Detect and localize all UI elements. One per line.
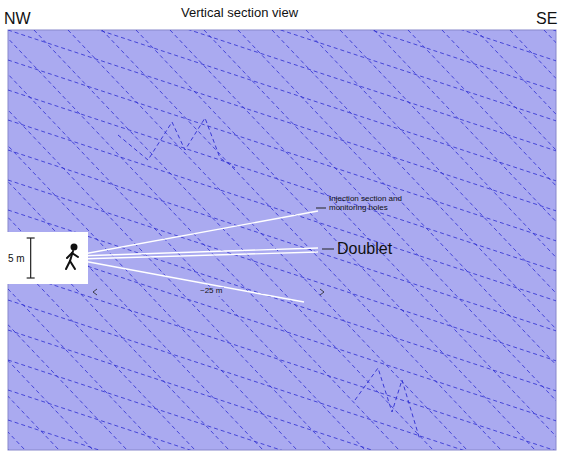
direction-label: NW: [4, 10, 31, 28]
scale-label: 5 m: [8, 253, 25, 264]
fracture-line: [272, 30, 556, 450]
fracture-line: [442, 30, 556, 450]
fracture-line: [306, 30, 556, 450]
borehole-lines: [78, 211, 318, 302]
fracture-line: [8, 30, 556, 121]
fracture-line: [510, 30, 556, 450]
fracture-line: [238, 30, 556, 450]
fracture-set: [8, 30, 556, 450]
fracture-line: [8, 30, 556, 211]
fracture-line: [204, 30, 556, 450]
fracture-line: [8, 30, 556, 181]
fracture-line: [8, 30, 263, 450]
fracture-line: [8, 330, 556, 450]
fracture-line: [136, 30, 535, 450]
fracture-line: [8, 210, 556, 391]
fracture-line: [68, 30, 467, 450]
fracture-line: [8, 240, 556, 421]
fracture-line: [8, 30, 365, 450]
fracture-line: [8, 180, 556, 361]
fracture-line: [8, 150, 556, 331]
fracture-line: [8, 30, 297, 450]
fracture-zone: [118, 118, 420, 440]
direction-label: SE: [536, 10, 557, 28]
fracture-line: [8, 60, 556, 241]
fracture-line: [8, 420, 556, 450]
dimension-label: ~25 m: [198, 287, 224, 296]
fracture-line: [8, 30, 331, 450]
fracture-line: [374, 30, 556, 450]
fracture-line: [408, 30, 556, 450]
fracture-line: [34, 30, 433, 450]
fracture-line: [8, 300, 556, 450]
diagram-title: Vertical section view: [181, 6, 298, 20]
fracture-line: [8, 30, 161, 450]
leader-lines: [316, 208, 334, 249]
fracture-line: [8, 30, 195, 450]
callout-label: Doublet: [337, 240, 392, 258]
callout-note: Injection section and monitoring holes: [329, 195, 419, 213]
fracture-line: [8, 120, 556, 301]
fracture-line: [8, 30, 93, 450]
fracture-line: [8, 90, 556, 271]
fracture-line: [8, 270, 556, 450]
fracture-line: [8, 30, 399, 450]
fracture-line: [476, 30, 556, 450]
scale-box: 5 m: [4, 232, 88, 284]
fracture-line: [8, 390, 556, 450]
fracture-line: [8, 360, 556, 450]
fracture-line: [8, 30, 556, 61]
